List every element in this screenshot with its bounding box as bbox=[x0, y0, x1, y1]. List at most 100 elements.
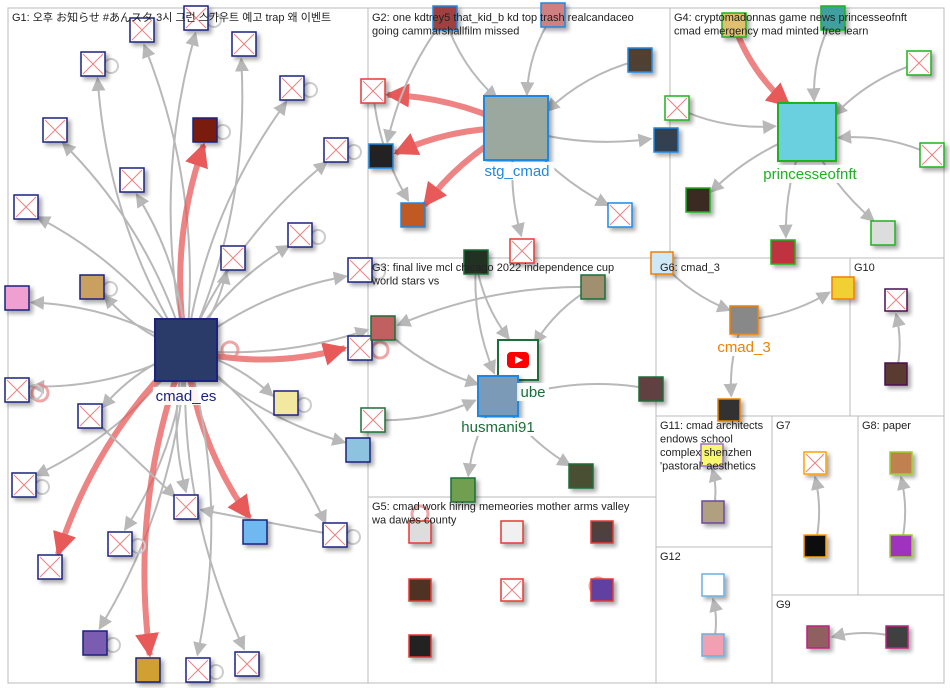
node-g8-1[interactable] bbox=[889, 534, 913, 558]
node-g4-2[interactable] bbox=[820, 5, 846, 31]
node-g4-4[interactable] bbox=[919, 142, 945, 168]
node-g1-18[interactable] bbox=[273, 390, 299, 416]
node-g2-3[interactable] bbox=[432, 5, 458, 31]
avatar bbox=[638, 376, 664, 402]
node-g5-3[interactable] bbox=[408, 578, 432, 602]
node-g1-1[interactable] bbox=[129, 17, 155, 43]
node-g12-1[interactable] bbox=[701, 633, 725, 657]
node-g3-6[interactable] bbox=[450, 477, 476, 503]
node-g1-11[interactable] bbox=[220, 245, 246, 271]
node-g4-0[interactable] bbox=[664, 95, 690, 121]
node-stg-cmad[interactable] bbox=[483, 95, 549, 161]
node-g2-0[interactable] bbox=[360, 78, 386, 104]
avatar bbox=[717, 398, 741, 422]
node-g1-13[interactable] bbox=[4, 285, 30, 311]
node-g1-7[interactable] bbox=[119, 167, 145, 193]
node-g9-0[interactable] bbox=[806, 625, 830, 649]
node-g11-0[interactable] bbox=[700, 443, 724, 467]
node-g1-14[interactable] bbox=[347, 257, 373, 283]
hub-label-bg bbox=[517, 383, 549, 401]
node-g5-1[interactable] bbox=[500, 520, 524, 544]
node-g1-24[interactable] bbox=[322, 522, 348, 548]
node-g10-1[interactable] bbox=[884, 362, 908, 386]
node-g6-2[interactable] bbox=[717, 398, 741, 422]
node-g3-3[interactable] bbox=[360, 407, 386, 433]
avatar bbox=[806, 625, 830, 649]
group-title-g11: G11: cmad architects bbox=[660, 420, 764, 432]
node-g1-22[interactable] bbox=[107, 531, 133, 557]
node-g1-29[interactable] bbox=[234, 651, 260, 677]
node-g2-7[interactable] bbox=[607, 202, 633, 228]
node-g1-23[interactable] bbox=[242, 519, 268, 545]
node-g10-0[interactable] bbox=[884, 288, 908, 312]
node-g1-2[interactable] bbox=[183, 5, 209, 31]
node-g7-0[interactable] bbox=[803, 451, 827, 475]
avatar bbox=[889, 451, 913, 475]
node-g1-5[interactable] bbox=[42, 117, 68, 143]
node-g2-6[interactable] bbox=[653, 127, 679, 153]
node-g9-1[interactable] bbox=[885, 625, 909, 649]
node-g1-19[interactable] bbox=[345, 437, 371, 463]
group-title-g4: cmad emergency mad minted free learn bbox=[674, 26, 868, 38]
node-g6-1[interactable] bbox=[831, 276, 855, 300]
node-g1-12[interactable] bbox=[79, 274, 105, 300]
node-g1-25[interactable] bbox=[37, 554, 63, 580]
node-g5-4[interactable] bbox=[500, 578, 524, 602]
node-g4-3[interactable] bbox=[906, 50, 932, 76]
edge bbox=[142, 43, 191, 351]
node-g1-21[interactable] bbox=[173, 494, 199, 520]
node-g1-4[interactable] bbox=[279, 75, 305, 101]
node-g1-15[interactable] bbox=[347, 335, 373, 361]
avatar bbox=[450, 477, 476, 503]
node-g4-7[interactable] bbox=[770, 239, 796, 265]
broken-image-x bbox=[175, 496, 197, 518]
node-g1-26[interactable] bbox=[82, 630, 108, 656]
node-g3-5[interactable] bbox=[568, 463, 594, 489]
node-g2-2[interactable] bbox=[400, 202, 426, 228]
node-g5-5[interactable] bbox=[590, 578, 614, 602]
node-g1-3[interactable] bbox=[231, 31, 257, 57]
node-g1-0[interactable] bbox=[80, 51, 106, 77]
node-g1-20[interactable] bbox=[11, 472, 37, 498]
node-g1-27[interactable] bbox=[135, 657, 161, 683]
avatar bbox=[568, 463, 594, 489]
node-g2-4[interactable] bbox=[540, 2, 566, 28]
node-g5-2[interactable] bbox=[590, 520, 614, 544]
node-g1-8[interactable] bbox=[323, 137, 349, 163]
node-g7-1[interactable] bbox=[803, 534, 827, 558]
node-g2-5[interactable] bbox=[627, 47, 653, 73]
node-g3-2[interactable] bbox=[370, 315, 396, 341]
node-g4-1[interactable] bbox=[721, 12, 747, 38]
node-g1-16[interactable] bbox=[4, 377, 30, 403]
node-g1-10[interactable] bbox=[287, 222, 313, 248]
node-youtube[interactable] bbox=[497, 339, 539, 381]
node-g12-0[interactable] bbox=[701, 573, 725, 597]
node-g2-8[interactable] bbox=[509, 238, 535, 264]
avatar bbox=[870, 220, 896, 246]
node-cmad-es[interactable] bbox=[154, 318, 218, 382]
node-g1-17[interactable] bbox=[77, 403, 103, 429]
node-g8-0[interactable] bbox=[889, 451, 913, 475]
broken-image-x bbox=[44, 119, 66, 141]
avatar bbox=[590, 578, 614, 602]
node-g1-9[interactable] bbox=[13, 194, 39, 220]
node-husmani91[interactable] bbox=[477, 375, 519, 417]
group-title-g5: wa dawes county bbox=[371, 515, 457, 527]
edge bbox=[185, 57, 249, 351]
node-g6-0[interactable] bbox=[650, 251, 674, 275]
node-g5-6[interactable] bbox=[408, 634, 432, 658]
node-princesseofnft[interactable] bbox=[777, 102, 837, 162]
node-g4-6[interactable] bbox=[870, 220, 896, 246]
node-g5-0[interactable] bbox=[408, 520, 432, 544]
node-g1-28[interactable] bbox=[185, 657, 211, 683]
node-g3-4[interactable] bbox=[638, 376, 664, 402]
node-g2-1[interactable] bbox=[368, 143, 394, 169]
group-box-g8 bbox=[857, 415, 945, 596]
node-g3-1[interactable] bbox=[580, 274, 606, 300]
edge bbox=[185, 100, 288, 351]
node-g1-6[interactable] bbox=[192, 117, 218, 143]
node-g11-1[interactable] bbox=[701, 500, 725, 524]
node-cmad-3[interactable] bbox=[729, 305, 759, 335]
node-g3-0[interactable] bbox=[463, 249, 489, 275]
node-g4-5[interactable] bbox=[685, 187, 711, 213]
